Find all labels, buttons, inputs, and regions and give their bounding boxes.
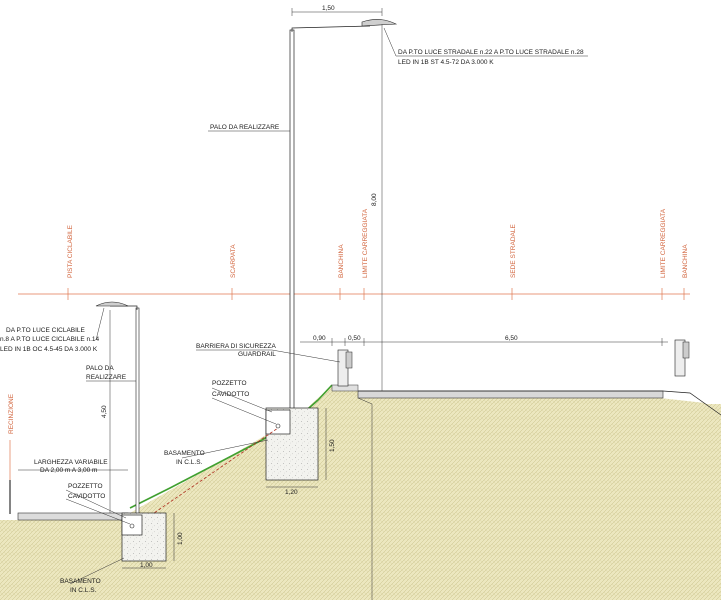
upper-basamento-leader (181, 439, 269, 459)
upper-basamento-label-2: IN C.L.S. (176, 459, 203, 466)
upper-cavidotto-leader (211, 397, 277, 425)
guardrail-beam-right (682, 341, 690, 359)
road-pavement (357, 390, 664, 399)
barrier-dim-b: 0,50 (348, 335, 361, 342)
lower-basamento-label-1: BASAMENTO (60, 578, 101, 585)
upper-cavidotto-circle (275, 423, 281, 429)
bike-lamp-note-line1: DA P.TO LUCE CICLABILE (6, 327, 86, 334)
lower-foundation-depth: 1,00 (177, 532, 184, 545)
label-scarpata: SCARPATA (230, 244, 237, 278)
label-limite-carreggiata-left: LIMITE CARREGGIATA (362, 208, 369, 278)
upper-foundation-depth: 1,50 (329, 439, 336, 452)
road-lamp-width-dim: 1,50 (322, 5, 335, 12)
barrier-label-leader-2 (271, 349, 341, 363)
road-width-dim: 6,50 (505, 335, 518, 342)
road-lamp-note-line2: LED IN 1B ST 4.5-72 DA 3.000 K (398, 59, 494, 66)
upper-basamento-label-1: BASAMENTO (164, 450, 205, 457)
bike-lamp-head (95, 301, 129, 307)
bike-pole-label-2: REALIZZARE (86, 374, 127, 381)
lower-cavidotto-circle (129, 523, 135, 529)
road-cut-void (372, 404, 721, 600)
road-pole-label: PALO DA REALIZZARE (210, 124, 280, 131)
bike-lamp-note-leader (95, 307, 105, 341)
road-lamp-arm (291, 25, 371, 32)
lower-basamento-label-2: IN C.L.S. (70, 587, 97, 594)
bike-lamp-height-dim: 4,50 (101, 405, 108, 418)
road-lamp-head (361, 19, 398, 27)
upper-pozzetto-leader (211, 387, 273, 413)
upper-pozzetto-label: POZZETTO (212, 380, 247, 387)
road-lamp-note-line1: DA P.TO LUCE STRADALE n.22 A P.TO LUCE S… (398, 49, 584, 56)
label-sede-stradale: SEDE STRADALE (510, 224, 517, 278)
lower-basamento-leader (69, 557, 125, 585)
label-pista-ciclabile: PISTA CICLABILE (67, 224, 74, 278)
barrier-label-2: GUARDRAIL (238, 351, 276, 358)
upper-cavidotto-label: CAVIDOTTO (212, 391, 249, 398)
label-limite-carreggiata-right: LIMITE CARREGGIATA (660, 208, 667, 278)
guardrail-beam-left (345, 351, 353, 369)
bike-lamp-arm (110, 305, 138, 310)
label-recinzione: RECINZIONE (8, 393, 15, 434)
larghezza-label-1: LARGHEZZA VARIABILE (34, 459, 108, 466)
bike-lamp-note-line3: LED IN 1B OC 4.5-45 DA 3.000 K (0, 346, 98, 353)
road-lamp-pole (289, 29, 295, 426)
lower-pozzetto-leader (65, 489, 127, 519)
cable-conduit (137, 427, 279, 525)
bike-path (17, 512, 129, 521)
lower-foundation-width: 1,00 (140, 562, 153, 569)
label-banchina-right: BANCHINA (682, 244, 689, 278)
bike-lamp-pole (135, 307, 140, 519)
bike-lamp-note-line2: n.8 A P.TO LUCE CICLABILE n.14 (0, 336, 100, 343)
larghezza-label-2: DA 2,00 m A 3,00 m (40, 467, 97, 474)
embankment-slope-line (129, 384, 333, 509)
upper-foundation-width: 1,20 (285, 489, 298, 496)
road-lamp-height-dim: 8,00 (371, 193, 378, 206)
barrier-dim-a: 0,90 (313, 335, 326, 342)
lower-pozzetto-label: POZZETTO (68, 483, 103, 490)
label-banchina-left: BANCHINA (338, 244, 345, 278)
bike-pole-label-1: PALO DA (86, 365, 114, 372)
right-shoulder (662, 390, 721, 416)
barrier-label-1: BARRIERA DI SICUREZZA (196, 343, 276, 350)
embankment-step-line (357, 397, 373, 600)
road-lamp-note-leader (383, 27, 397, 57)
lower-pozzetto (121, 514, 143, 536)
lower-cavidotto-label: CAVIDOTTO (68, 493, 105, 500)
lower-cavidotto-leader (65, 498, 131, 525)
upper-pozzetto (265, 409, 291, 435)
